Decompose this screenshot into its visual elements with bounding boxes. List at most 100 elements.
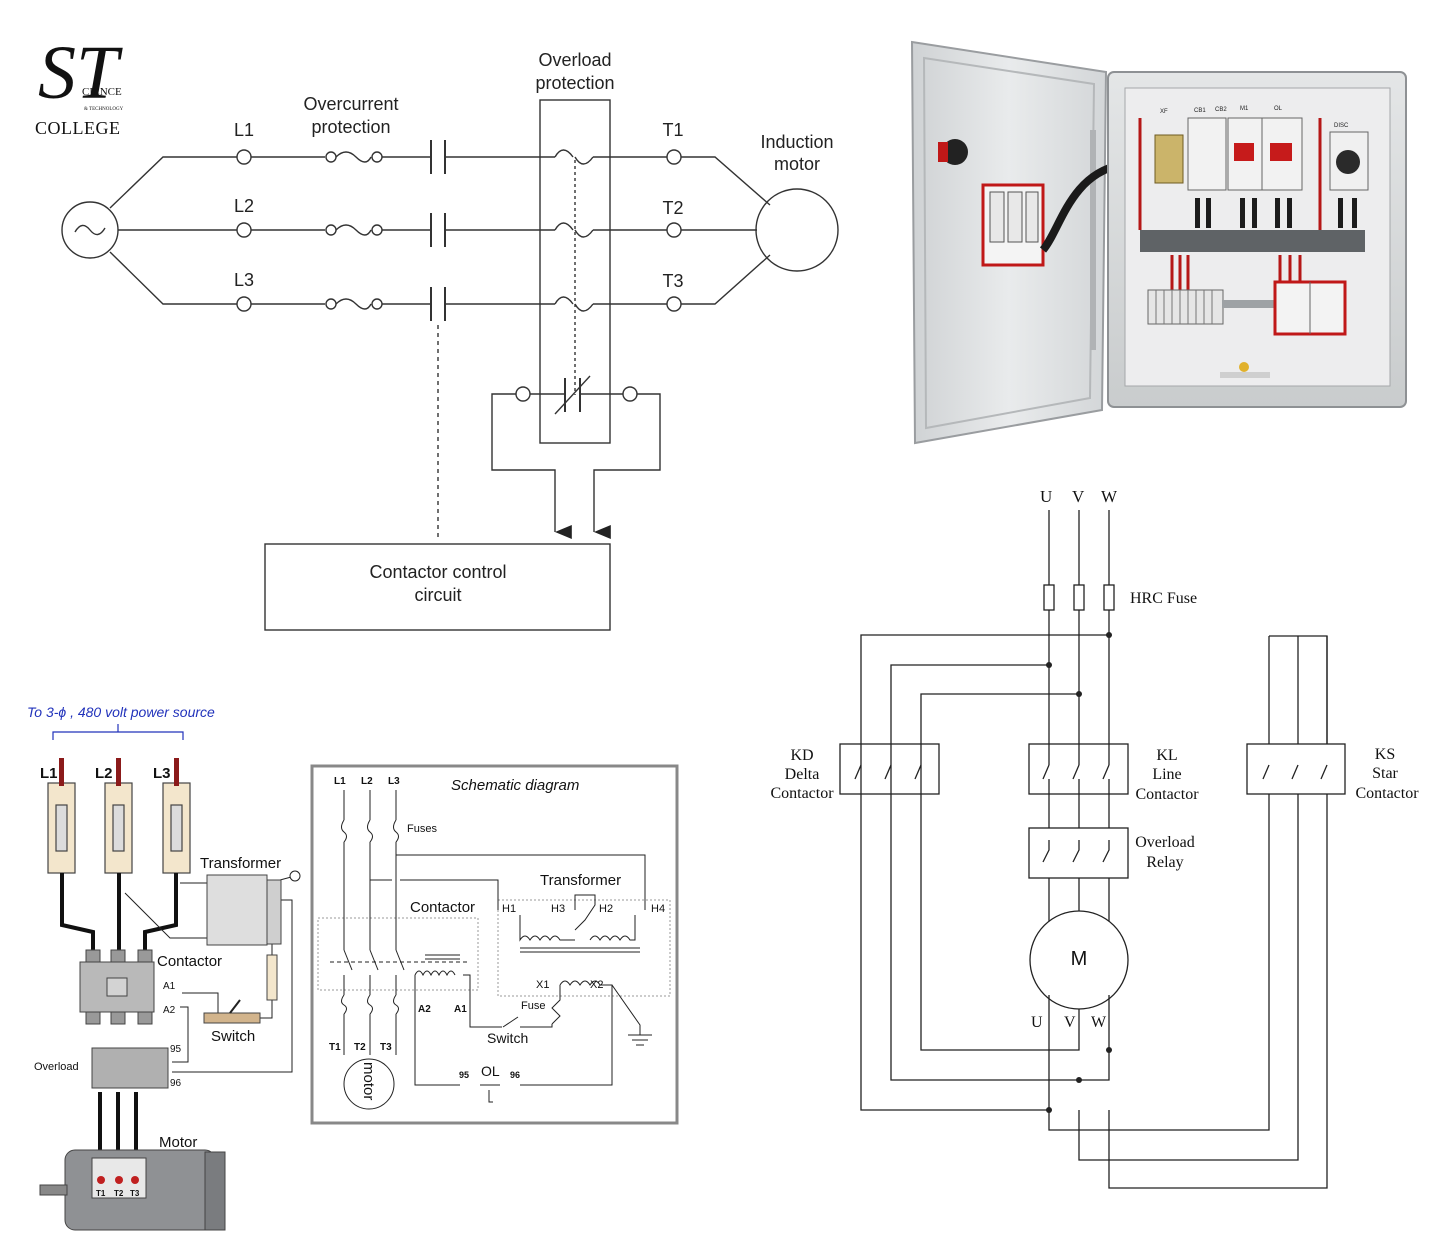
d2-label-l3: L3	[153, 765, 171, 782]
relay-label-line1: Overload	[1135, 834, 1195, 851]
induction-motor-symbol	[755, 188, 839, 272]
overload-protection-box	[539, 99, 611, 444]
d4-phase-u: U	[1040, 487, 1052, 506]
power-source-label: To 3-ϕ , 480 volt power source	[27, 704, 215, 720]
protection-block-diagram	[61, 99, 839, 631]
panel-label-cb1: CB1	[1194, 108, 1206, 114]
transformer-xf	[1154, 134, 1184, 184]
college-logo: ST CIENCE & TECHNOLOGY COLLEGE	[35, 31, 124, 138]
d3-fuse-label: Fuse	[521, 1000, 545, 1012]
d3-95-label: 95	[459, 1070, 469, 1080]
control-label-line2: circuit	[414, 585, 461, 605]
ground-terminal-icon	[289, 870, 301, 882]
overload-label-line1: Overload	[538, 50, 611, 70]
logo-line1: CIENCE	[82, 86, 122, 98]
d3-term-t3: T3	[380, 1042, 392, 1053]
kl-label-line1: KL	[1156, 747, 1177, 764]
t2-terminal	[666, 222, 682, 238]
overload-relay	[1028, 827, 1129, 879]
overcurrent-label-line2: protection	[311, 117, 390, 137]
d2-a1-label: A1	[163, 981, 176, 992]
panel-label-cb2: CB2	[1215, 107, 1227, 113]
overcurrent-fuses	[251, 151, 431, 310]
hrc-fuse-u	[1043, 584, 1055, 611]
pictorial-transformer	[206, 874, 268, 946]
pictorial-overload	[91, 1047, 169, 1089]
panel-label-xf: XF	[1160, 109, 1168, 115]
d3-x1-label: X1	[536, 979, 549, 991]
contactor-coil	[414, 970, 456, 977]
d4-phase-w: W	[1101, 487, 1118, 506]
l3-terminal	[236, 296, 252, 312]
d2-contactor-label: Contactor	[157, 953, 222, 970]
ks-label-line2: Star	[1372, 765, 1398, 782]
source-bracket	[52, 724, 184, 740]
ks-label-line3: Contactor	[1355, 785, 1419, 802]
relay-label-line2: Relay	[1146, 854, 1183, 871]
motor-label-line2: motor	[774, 154, 820, 174]
schematic-diagram-panel	[310, 764, 679, 1125]
protection-block-labels: L1 L2 L3 T1 T2 T3 Overcurrent protection…	[234, 50, 834, 605]
d3-motor-label: motor	[360, 1062, 377, 1100]
hrc-fuse-w	[1103, 584, 1115, 611]
d3-a1-label: A1	[454, 1004, 467, 1015]
d3-h3-label: H3	[551, 903, 565, 915]
d3-96-label: 96	[510, 1070, 520, 1080]
d2-term-t2: T2	[114, 1189, 124, 1198]
d4-motor-u: U	[1031, 1014, 1043, 1031]
d3-h4-label: H4	[651, 903, 665, 915]
d3-term-t1: T1	[329, 1042, 341, 1053]
d3-label-l3: L3	[388, 776, 400, 787]
d2-motor-label: Motor	[159, 1134, 197, 1151]
pictorial-control-fuse	[266, 954, 278, 1001]
d2-95-label: 95	[170, 1044, 182, 1055]
t3-terminal	[666, 296, 682, 312]
overload-heater-elements	[554, 149, 594, 312]
d3-h1-label: H1	[502, 903, 516, 915]
kd-label-line1: KD	[790, 747, 813, 764]
control-label-line1: Contactor control	[369, 562, 506, 582]
schematic-motor-symbol	[343, 1058, 395, 1110]
overcurrent-label-line1: Overcurrent	[303, 94, 398, 114]
star-delta-labels: U V W HRC Fuse KD Delta Contactor KL Lin…	[770, 487, 1419, 1031]
logo-line3: COLLEGE	[35, 118, 120, 138]
d3-h2-label: H2	[599, 903, 613, 915]
panel-label-ol: OL	[1274, 106, 1283, 112]
d2-label-l2: L2	[95, 765, 113, 782]
d1-label-t1: T1	[662, 120, 683, 140]
door-cable	[1039, 161, 1121, 253]
terminal-strip	[1147, 289, 1224, 325]
d2-switch-label: Switch	[211, 1028, 255, 1045]
motor-m-label: M	[1071, 948, 1088, 970]
d2-overload-label: Overload	[34, 1061, 79, 1073]
d3-a2-label: A2	[418, 1004, 431, 1015]
hrc-fuse-label: HRC Fuse	[1130, 590, 1197, 607]
d2-transformer-label: Transformer	[200, 855, 281, 872]
panel-component-labels: XF CB1 CB2 M1 OL DISC	[1160, 106, 1349, 129]
d2-label-l1: L1	[40, 765, 58, 782]
d3-ol-label: OL	[481, 1063, 500, 1079]
star-delta-diagram	[839, 510, 1346, 1189]
d2-term-t3: T3	[130, 1189, 140, 1198]
motor-label-line1: Induction	[760, 132, 833, 152]
pictorial-labels: To 3-ϕ , 480 volt power source L1 L2 L3 …	[27, 704, 281, 1198]
d3-label-l2: L2	[361, 776, 373, 787]
l1-terminal	[236, 149, 252, 165]
kd-label-line3: Contactor	[770, 785, 834, 802]
d4-motor-w: W	[1091, 1014, 1107, 1031]
logo-line2: & TECHNOLOGY	[84, 107, 124, 112]
d1-label-l1: L1	[234, 120, 254, 140]
door-lock-icon	[942, 139, 968, 165]
pictorial-switch	[203, 1012, 261, 1024]
d1-label-t3: T3	[662, 271, 683, 291]
electrical-panel-illustration	[910, 40, 1407, 445]
ks-label-line1: KS	[1375, 746, 1395, 763]
contactor-contacts	[430, 140, 446, 321]
contactor-control-circuit-box	[264, 543, 611, 631]
d3-x2-label: X2	[590, 979, 603, 991]
d1-label-l2: L2	[234, 196, 254, 216]
d3-contactor-label: Contactor	[410, 899, 475, 916]
logo-letters: ST	[38, 31, 123, 115]
panel-label-disc: DISC	[1334, 123, 1349, 129]
